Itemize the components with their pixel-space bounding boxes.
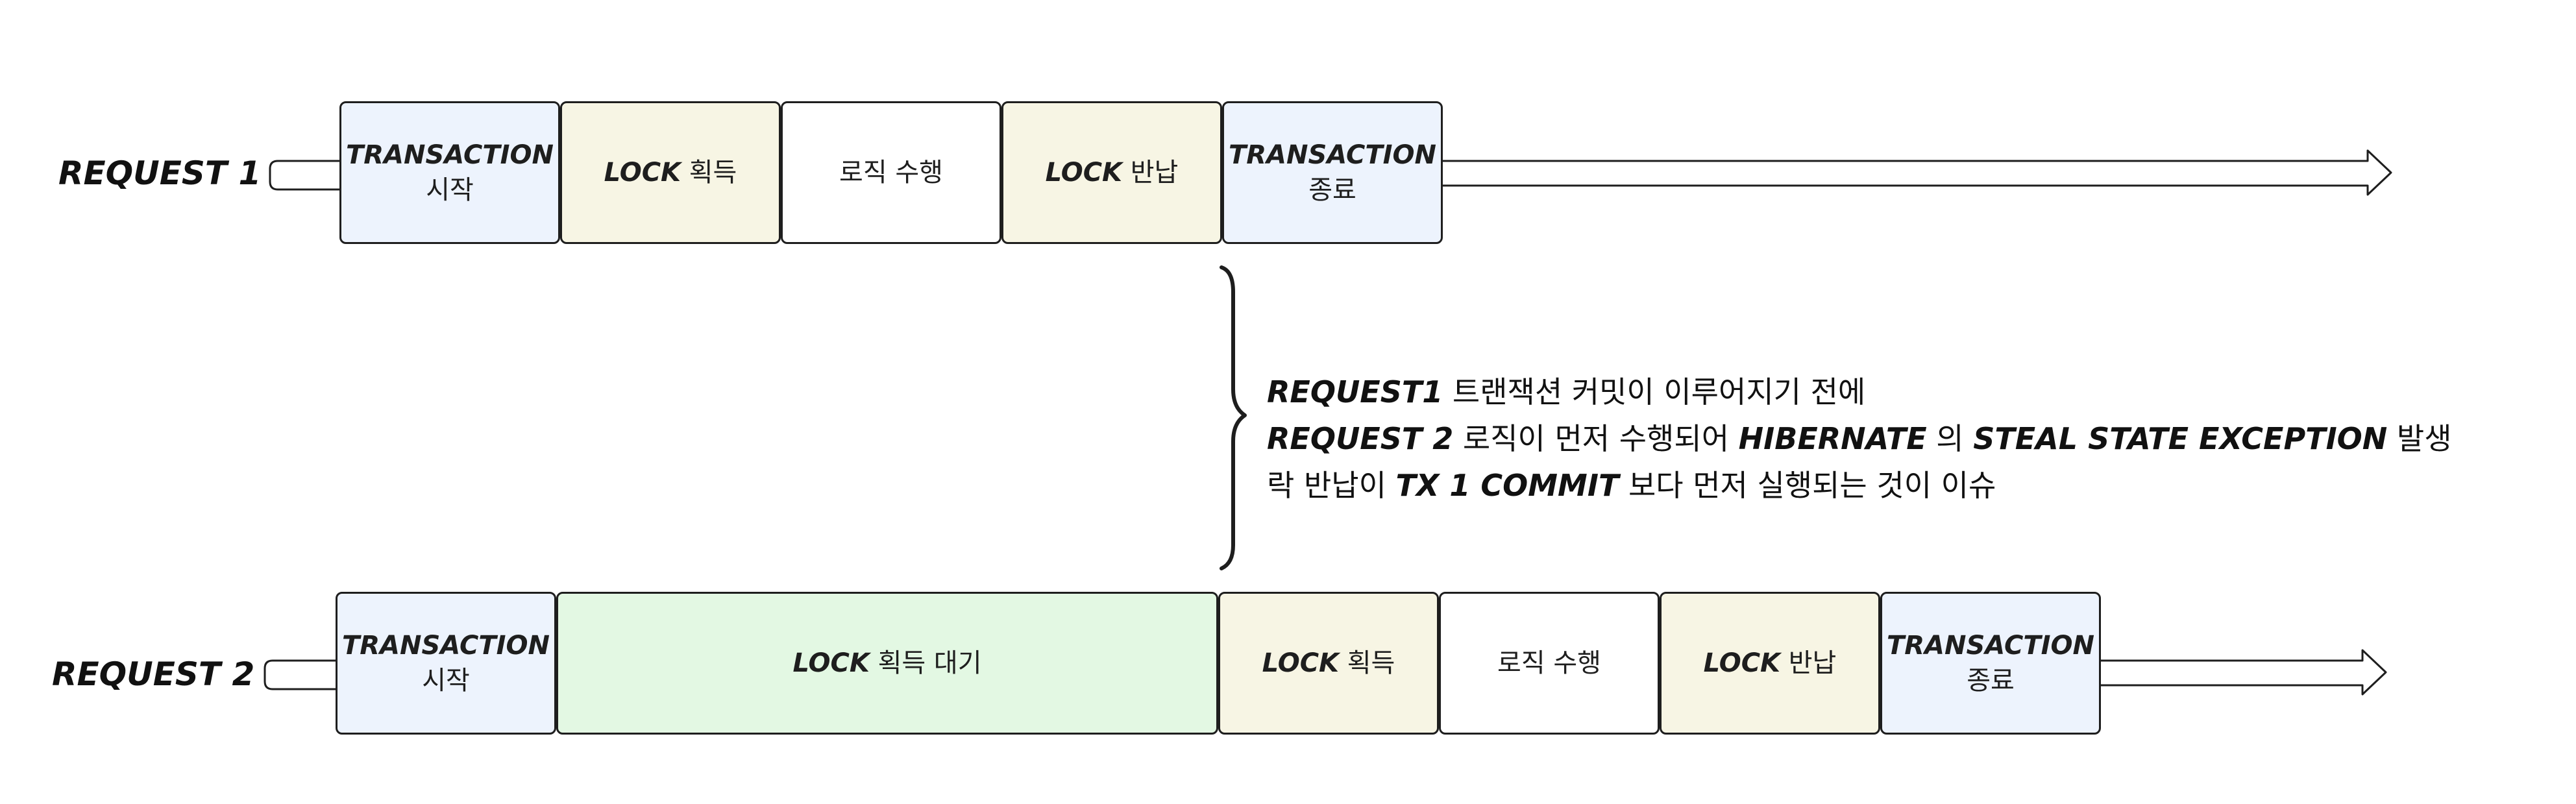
step-text: 획득 대기 [869,648,982,678]
request2-lock-release: LOCK 반납 [1660,592,1880,735]
request1-transaction-start: TRANSACTION 시작 [339,101,560,244]
request1-lock-acquire: LOCK 획득 [560,101,781,244]
step-text: 로직 수행 [1497,648,1601,678]
curly-brace [1220,265,1247,570]
note-line-2: REQUEST 2 로직이 먼저 수행되어 HIBERNATE 의 STEAL … [1267,421,2452,456]
request2-transaction-end: TRANSACTION 종료 [1880,592,2101,735]
step-text: 획득 [1339,648,1395,678]
request1-arrow-head [1443,149,2392,196]
step-keyword: LOCK [604,158,681,188]
request2-lock-acquire: LOCK 획득 [1218,592,1439,735]
step-text: 종료 [1308,175,1356,205]
request1-transaction-end: TRANSACTION 종료 [1222,101,1443,244]
request2-transaction-start: TRANSACTION 시작 [336,592,556,735]
step-keyword: LOCK [1262,648,1340,678]
step-keyword: TRANSACTION [341,631,550,661]
step-keyword: LOCK [1045,158,1123,188]
step-text: 종료 [1967,666,2015,696]
step-text: 반납 [1780,648,1837,678]
request2-arrow-head [2101,649,2387,696]
step-text: 시작 [422,666,470,696]
step-text: 시작 [426,175,474,205]
request2-lock-wait: LOCK 획득 대기 [556,592,1218,735]
issue-note: REQUEST1 트랜잭션 커밋이 이루어지기 전에 REQUEST 2 로직이… [1267,369,2452,509]
step-keyword: TRANSACTION [1886,631,2095,661]
step-keyword: TRANSACTION [1228,140,1437,170]
step-keyword: LOCK [1703,648,1781,678]
request2-label: REQUEST 2 [52,655,255,693]
note-line-1: REQUEST1 트랜잭션 커밋이 이루어지기 전에 [1267,374,1866,409]
step-text: 반납 [1122,158,1179,188]
step-text: 로직 수행 [839,158,943,188]
request2-arrow-tail [264,659,336,690]
step-text: 획득 [681,158,737,188]
request1-lock-release: LOCK 반납 [1001,101,1222,244]
step-keyword: LOCK [792,648,870,678]
request1-arrow-tail [269,160,339,191]
request1-logic: 로직 수행 [781,101,1001,244]
request2-logic: 로직 수행 [1439,592,1660,735]
request1-label: REQUEST 1 [58,154,262,192]
note-line-3: 락 반납이 TX 1 COMMIT 보다 먼저 실행되는 것이 이슈 [1267,468,1996,503]
step-keyword: TRANSACTION [345,140,554,170]
